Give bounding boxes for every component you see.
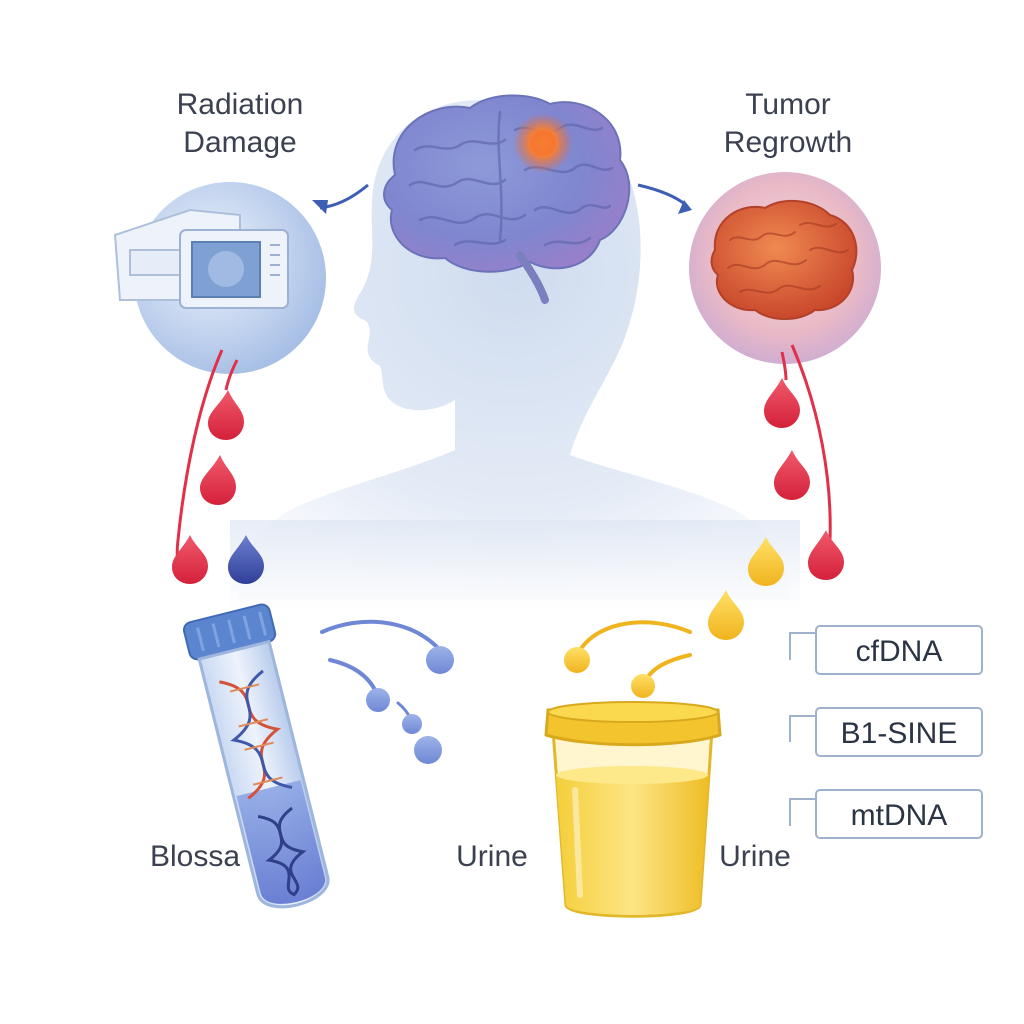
- venous-drop-icon: [228, 535, 264, 584]
- blood-drop-icon: [200, 455, 236, 505]
- label-tumor-line-2: Regrowth: [723, 126, 853, 159]
- blood-test-tube-icon: [182, 603, 330, 909]
- human-silhouette: [230, 100, 800, 610]
- tumor-regrowth-icon: [689, 172, 881, 364]
- blood-drop-icon: [764, 378, 800, 428]
- label-tumor-line-1: Tumor: [745, 88, 831, 121]
- brain-icon: [383, 94, 631, 304]
- radiation-machine-icon: [113, 182, 326, 374]
- label-urine-right: Urine: [719, 840, 791, 873]
- blood-drop-icon: [774, 450, 810, 500]
- biomarker-box-cfdna: cfDNA: [815, 625, 983, 675]
- label-tumor-regrowth: Tumor Regrowth: [688, 86, 888, 162]
- right-blood-flow: [780, 344, 832, 541]
- label-radiation-line-2: Damage: [183, 126, 297, 159]
- arrow-to-tumor: [637, 183, 692, 214]
- label-radiation-line-1: Radiation: [176, 88, 304, 121]
- urine-drop-icon: [748, 537, 784, 586]
- dna-helix-icon: [219, 669, 307, 897]
- biomarker-box-b1-sine: B1-SINE: [815, 707, 983, 757]
- sample-flow-blue: [320, 619, 454, 764]
- blood-drop-icon: [808, 530, 844, 580]
- biomarker-box-mtdna: mtDNA: [815, 789, 983, 839]
- label-radiation-damage: Radiation Damage: [140, 86, 340, 162]
- urine-cup-icon: [544, 701, 722, 918]
- sample-flow-yellow: [564, 620, 692, 698]
- urine-drop-icon: [708, 590, 744, 640]
- arrow-to-radiation: [312, 183, 369, 214]
- label-urine-left: Urine: [456, 840, 528, 873]
- blood-drop-icon: [208, 390, 244, 440]
- biomarker-connectors: [789, 632, 815, 826]
- blood-drop-icon: [172, 535, 208, 584]
- label-blood: Blossa: [149, 840, 241, 873]
- left-blood-flow: [175, 349, 239, 573]
